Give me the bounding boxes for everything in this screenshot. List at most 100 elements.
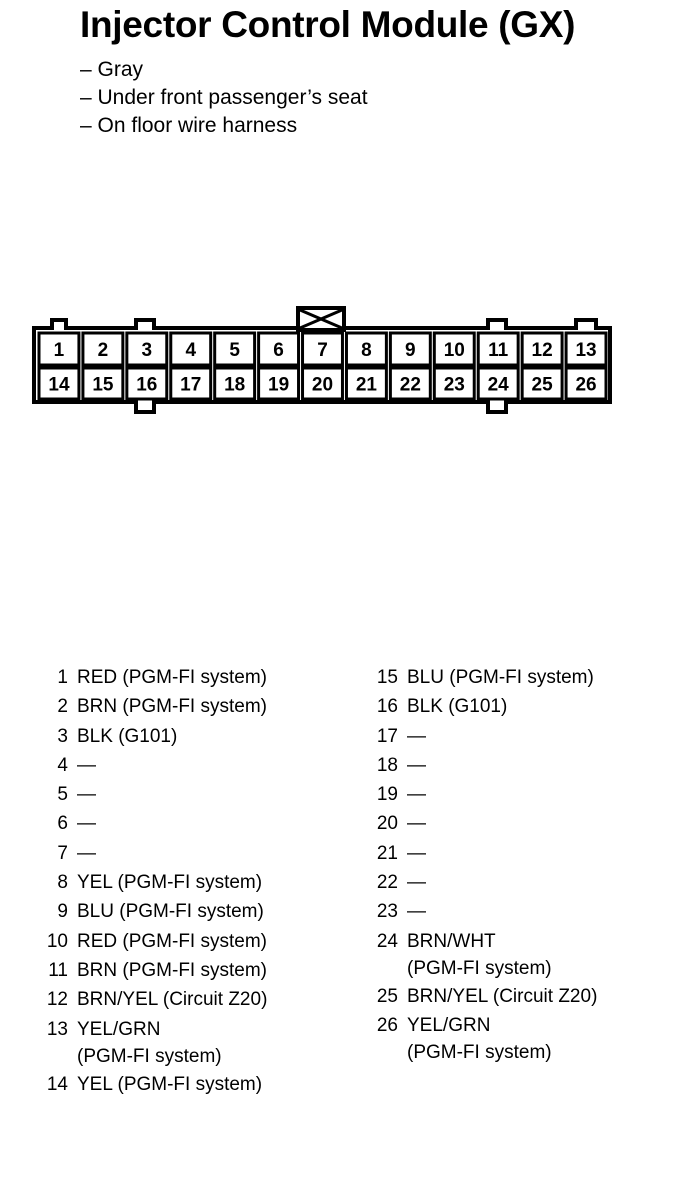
pin-wire-description: YEL/GRN (PGM-FI system) [407, 1014, 552, 1063]
pin-row-23: 23 — [330, 897, 688, 926]
pin-wire-description: — [77, 813, 96, 835]
connector-pin-cell [476, 331, 520, 367]
connector-pin-24: 24 [476, 366, 520, 401]
pin-number: 25 [376, 985, 398, 1007]
connector-pin-21: 21 [344, 366, 388, 401]
pin-number: 10 [46, 930, 68, 952]
pin-number: 24 [376, 930, 398, 952]
pin-number: 26 [376, 1014, 398, 1036]
pin-number: 6 [57, 813, 68, 835]
connector-pin-cell [388, 331, 432, 367]
connector-pin-label: 23 [444, 375, 465, 396]
connector-pin-2: 2 [81, 331, 125, 367]
connector-pin-cell [169, 331, 213, 367]
connector-pin-7: 7 [301, 331, 344, 367]
pin-wire-description: BLU (PGM-FI system) [407, 667, 594, 688]
pin-wire-description: RED (PGM-FI system) [77, 930, 267, 952]
pin-row-14: 14 YEL (PGM-FI system) [0, 1070, 330, 1099]
pin-row-20: 20— [330, 809, 688, 838]
pin-wire-description: — [407, 842, 426, 864]
connector-pin-label: 22 [400, 375, 421, 396]
connector-pin-9: 9 [388, 331, 432, 367]
pin-number: 11 [48, 959, 68, 981]
connector-pin-label: 12 [532, 340, 553, 361]
pin-number: 5 [57, 784, 68, 806]
connector-pin-label: 10 [444, 340, 465, 361]
connector-pin-cell [169, 366, 213, 401]
pin-number: 20 [376, 813, 398, 835]
pin-number: 4 [57, 754, 68, 776]
pin-wire-description: — [407, 901, 426, 923]
pin-wire-description: BLU (PGM-FI system) [77, 901, 264, 923]
pin-row-24: 24 BRN/WHT (PGM-FI system) [330, 927, 688, 982]
pin-row-17: 17— [330, 722, 688, 751]
connector-pin-cell [213, 366, 257, 401]
pin-number: 14 [46, 1073, 68, 1095]
connector-pin-cell [564, 366, 608, 401]
connector-pin-label: 16 [136, 375, 157, 396]
connector-pin-14: 14 [37, 366, 81, 401]
connector-pin-cell [520, 331, 564, 367]
connector-pin-23: 23 [432, 366, 476, 401]
connector-pin-cell [81, 366, 125, 401]
connector-pin-cell [344, 366, 388, 401]
pin-number: 2 [57, 696, 68, 718]
pin-row-6: 6— [0, 809, 330, 838]
connector-pin-cell [213, 331, 257, 367]
connector-pin-3: 3 [125, 331, 169, 367]
connector-pin-label: 2 [98, 340, 109, 361]
connector-pin-cell [125, 366, 169, 401]
pin-number: 18 [376, 754, 398, 776]
pin-wire-description: BRN/YEL (Circuit Z20) [77, 989, 268, 1011]
connector-pin-20: 20 [301, 366, 344, 401]
pin-number: 13 [46, 1018, 68, 1040]
connector-pin-cell [388, 366, 432, 401]
pin-wire-description: — [77, 842, 96, 864]
connector-pin-label: 1 [54, 340, 65, 361]
pin-row-9: 9 BLU (PGM-FI system) [0, 897, 330, 926]
pin-number: 23 [376, 901, 398, 923]
connector-pin-cell [564, 331, 608, 367]
page-title: Injector Control Module (GX) [80, 4, 576, 45]
connector-pin-label: 20 [312, 375, 333, 396]
pin-row-10: 10 RED (PGM-FI system) [0, 927, 330, 956]
pin-row-4: 4— [0, 751, 330, 780]
pin-row-26: 26 YEL/GRN (PGM-FI system) [330, 1011, 688, 1066]
pin-number: 19 [376, 784, 398, 806]
pin-row-21: 21— [330, 839, 688, 868]
pin-row-19: 19— [330, 780, 688, 809]
connector-pin-cell [81, 331, 125, 367]
connector-pin-19: 19 [257, 366, 301, 401]
connector-pin-label: 3 [142, 340, 153, 361]
connector-pin-8: 8 [344, 331, 388, 367]
pin-number: 7 [57, 842, 68, 864]
connector-pin-label: 24 [488, 375, 510, 396]
connector-pin-label: 4 [185, 340, 196, 361]
pin-wire-description: YEL/GRN (PGM-FI system) [77, 1018, 222, 1067]
pin-number: 16 [376, 696, 398, 718]
connector-harness: – On floor wire harness [80, 114, 298, 137]
connector-pin-17: 17 [169, 366, 213, 401]
pin-number: 17 [376, 725, 398, 747]
connector-pin-label: 18 [224, 375, 245, 396]
pin-number: 3 [57, 725, 68, 747]
connector-pin-cell [37, 366, 81, 401]
connector-pin-cell [257, 331, 301, 367]
connector-pin-4: 4 [169, 331, 213, 367]
pin-number: 15 [376, 667, 398, 688]
connector-pin-13: 13 [564, 331, 608, 367]
pin-wire-description: YEL (PGM-FI system) [77, 1073, 263, 1095]
connector-color: – Gray [80, 58, 144, 81]
connector-pin-25: 25 [520, 366, 564, 401]
pin-row-15: 15 BLU (PGM-FI system) [330, 663, 688, 692]
connector-pin-label: 21 [356, 375, 378, 396]
pin-number: 8 [57, 872, 68, 894]
pin-wire-description: BRN/WHT (PGM-FI system) [407, 930, 552, 979]
pin-number: 9 [57, 901, 68, 923]
connector-pin-label: 17 [180, 375, 201, 396]
